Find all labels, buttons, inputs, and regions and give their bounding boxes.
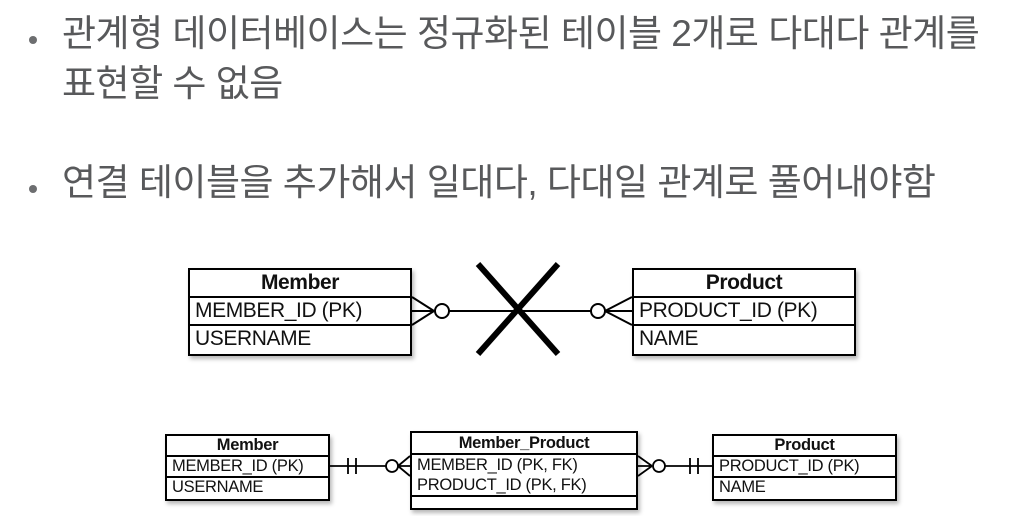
- er-table-row: PRODUCT_ID (PK): [714, 457, 895, 478]
- optional-zero-icon: [590, 303, 606, 319]
- er-table-row: USERNAME: [172, 478, 264, 496]
- relationship-junction-to-product: [637, 455, 712, 477]
- er-table-title: Member: [167, 436, 328, 457]
- bullet-dot: [29, 185, 37, 193]
- er-table-title: Product: [634, 270, 854, 298]
- relationship-member-to-junction: [330, 455, 411, 477]
- er-table-row: MEMBER_ID (PK): [190, 298, 410, 326]
- er-table-row: NAME: [639, 327, 699, 350]
- er-empty-row: [412, 497, 636, 508]
- crow-foot-many-icon: [637, 455, 653, 477]
- er-table-row: PRODUCT_ID (PK, FK): [417, 476, 587, 494]
- optional-zero-icon: [434, 303, 450, 319]
- er-table-product: Product PRODUCT_ID (PK) NAME: [632, 268, 856, 356]
- er-table-member-product: Member_Product MEMBER_ID (PK, FK) PRODUC…: [410, 431, 638, 510]
- er-table-title: Product: [714, 436, 895, 457]
- bullet-item-1: 관계형 데이터베이스는 정규화된 테이블 2개로 다대다 관계를 표현할 수 없…: [62, 9, 980, 109]
- crow-foot-many-icon: [411, 296, 435, 326]
- er-table-row: MEMBER_ID (PK): [167, 457, 328, 478]
- er-table-row: PRODUCT_ID (PK): [634, 298, 854, 326]
- optional-zero-icon: [652, 459, 666, 473]
- one-tick-icon: [689, 458, 699, 474]
- er-table-title: Member: [190, 270, 410, 298]
- er-table-product: Product PRODUCT_ID (PK) NAME: [712, 434, 897, 501]
- er-table-title: Member_Product: [412, 433, 636, 455]
- bullet-text-line: 연결 테이블을 추가해서 일대다, 다대일 관계로 풀어내야함: [62, 162, 936, 203]
- er-table-row: MEMBER_ID (PK, FK): [417, 456, 578, 474]
- optional-zero-icon: [385, 459, 399, 473]
- bullet-dot: [29, 36, 37, 44]
- bullet-item-2: 연결 테이블을 추가해서 일대다, 다대일 관계로 풀어내야함: [62, 158, 936, 208]
- er-table-member: Member MEMBER_ID (PK) USERNAME: [165, 434, 330, 501]
- er-key-section: MEMBER_ID (PK, FK) PRODUCT_ID (PK, FK): [412, 455, 636, 497]
- crow-foot-many-icon: [397, 455, 411, 477]
- one-tick-icon: [347, 458, 357, 474]
- cross-out-x-icon: [475, 262, 561, 356]
- relationship-many-to-many: [411, 296, 633, 326]
- bullet-text-line: 관계형 데이터베이스는 정규화된 테이블 2개로 다대다 관계를: [62, 13, 980, 54]
- bullet-text-line: 표현할 수 없음: [62, 63, 283, 104]
- er-table-row: USERNAME: [195, 327, 311, 350]
- er-table-member: Member MEMBER_ID (PK) USERNAME: [188, 268, 412, 356]
- crow-foot-many-icon: [604, 296, 633, 326]
- er-table-row: NAME: [719, 478, 766, 496]
